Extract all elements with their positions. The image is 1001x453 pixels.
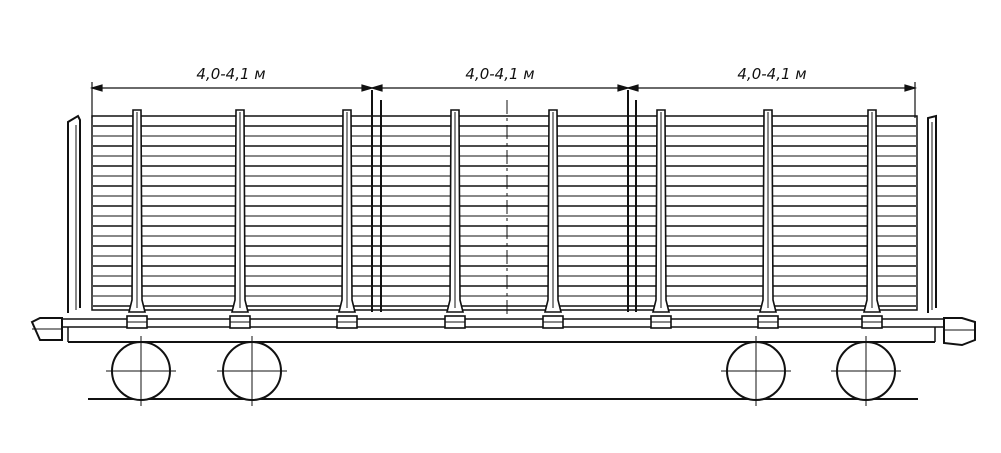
stakes — [126, 109, 883, 329]
stake — [757, 109, 779, 329]
log-stack — [91, 115, 918, 311]
wagon-frame — [30, 317, 976, 347]
coupler-right — [943, 317, 976, 347]
stake — [650, 109, 672, 329]
stake — [542, 109, 564, 329]
wheelset-left — [106, 336, 287, 406]
wheelset-right — [721, 336, 901, 406]
stake — [336, 109, 358, 329]
stake — [861, 109, 883, 329]
end-wall-left — [67, 114, 81, 313]
log-lines — [93, 125, 916, 307]
dimension-label-3: 4,0-4,1 м — [737, 65, 806, 83]
end-wall-right — [927, 114, 937, 313]
dimension-lines — [89, 82, 918, 118]
stake — [126, 109, 148, 329]
dimension-label-2: 4,0-4,1 м — [465, 65, 534, 83]
stake — [444, 109, 466, 329]
stake — [229, 109, 251, 329]
dimension-label-1: 4,0-4,1 м — [196, 65, 265, 83]
section-separators — [371, 90, 637, 312]
